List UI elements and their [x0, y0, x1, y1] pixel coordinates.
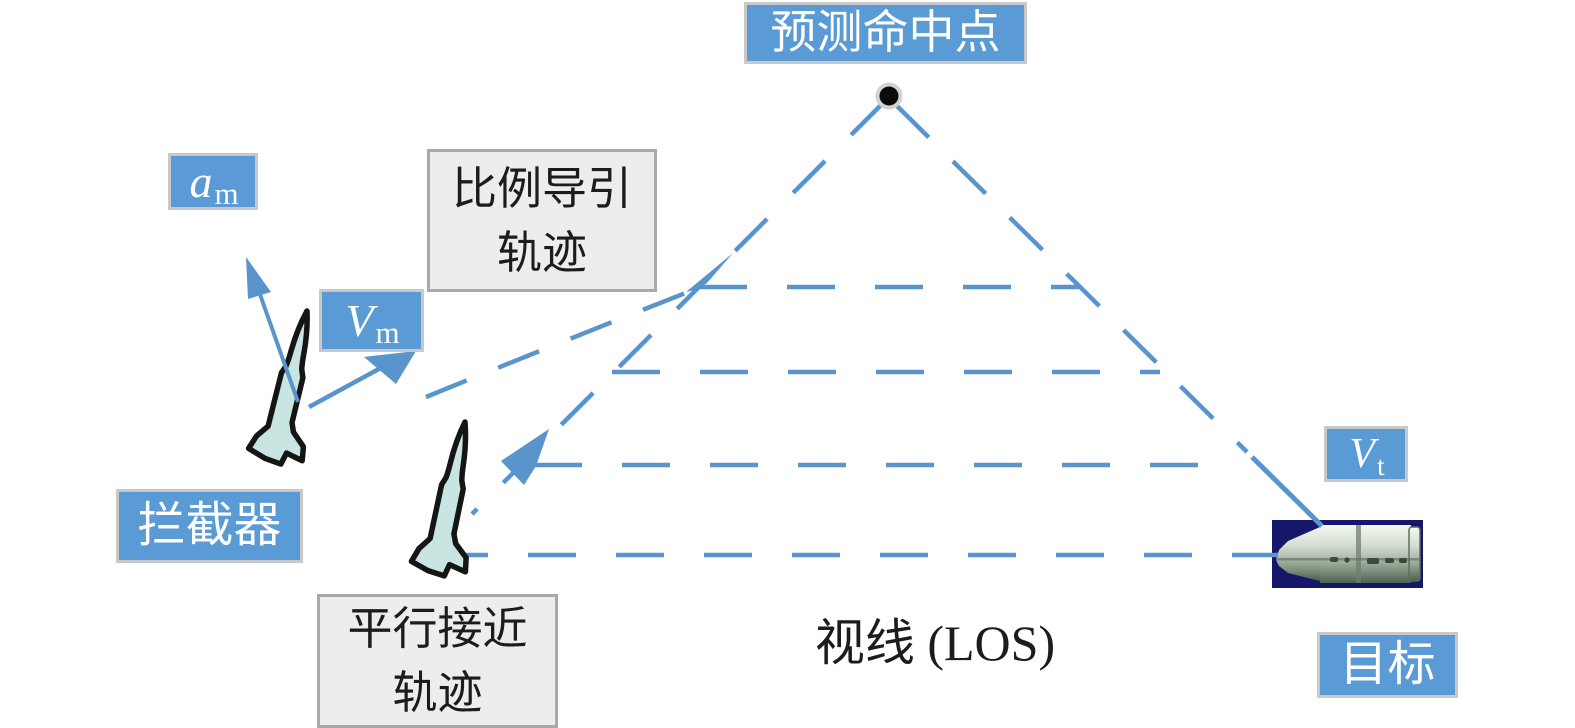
los-arrow-small-icon — [686, 253, 733, 292]
parallel-trajectory-label-line1: 平行接近 — [347, 604, 528, 654]
interceptor-missile-pn — [245, 308, 310, 467]
interceptor-label: 拦截器 — [116, 489, 303, 563]
target-fuselage — [1320, 525, 1411, 583]
target-label: 目标 — [1317, 632, 1458, 698]
target-rivets — [1330, 557, 1407, 564]
target-panel-line — [1356, 525, 1361, 583]
missile-velocity-symbol: V — [345, 295, 374, 346]
pn-trajectory-curve — [425, 289, 689, 400]
pn-trajectory-label: 比例导引 轨迹 — [427, 149, 657, 292]
target-trajectory-line — [894, 103, 1249, 454]
missile-accel-vector — [246, 257, 300, 403]
parallel-approach-trajectory-line — [470, 101, 885, 516]
target-image — [1272, 520, 1423, 588]
los-arrow-large-icon — [501, 429, 549, 485]
missile-velocity-vector — [307, 351, 416, 409]
accel-vector-subscript: m — [214, 175, 239, 211]
interceptor-missile-parallel — [408, 419, 469, 579]
target-velocity-symbol: V — [1349, 431, 1376, 477]
target-tail-cap — [1408, 526, 1421, 582]
predicted-hit-point-dot — [875, 82, 903, 110]
missile-velocity-subscript: m — [375, 314, 400, 350]
predicted-hit-point-label: 预测命中点 — [744, 2, 1027, 64]
parallel-trajectory-label-line2: 轨迹 — [392, 668, 483, 718]
target-velocity-subscript: t — [1377, 450, 1385, 481]
pn-trajectory-label-line2: 轨迹 — [496, 227, 587, 278]
accel-vector-symbol: a — [189, 156, 213, 207]
target-nose-cone — [1276, 527, 1320, 581]
los-label: 视线 (LOS) — [814, 615, 1056, 671]
target-velocity-line — [1250, 455, 1324, 528]
parallel-trajectory-label: 平行接近 轨迹 — [317, 594, 558, 728]
pn-trajectory-label-line1: 比例导引 — [451, 163, 632, 214]
